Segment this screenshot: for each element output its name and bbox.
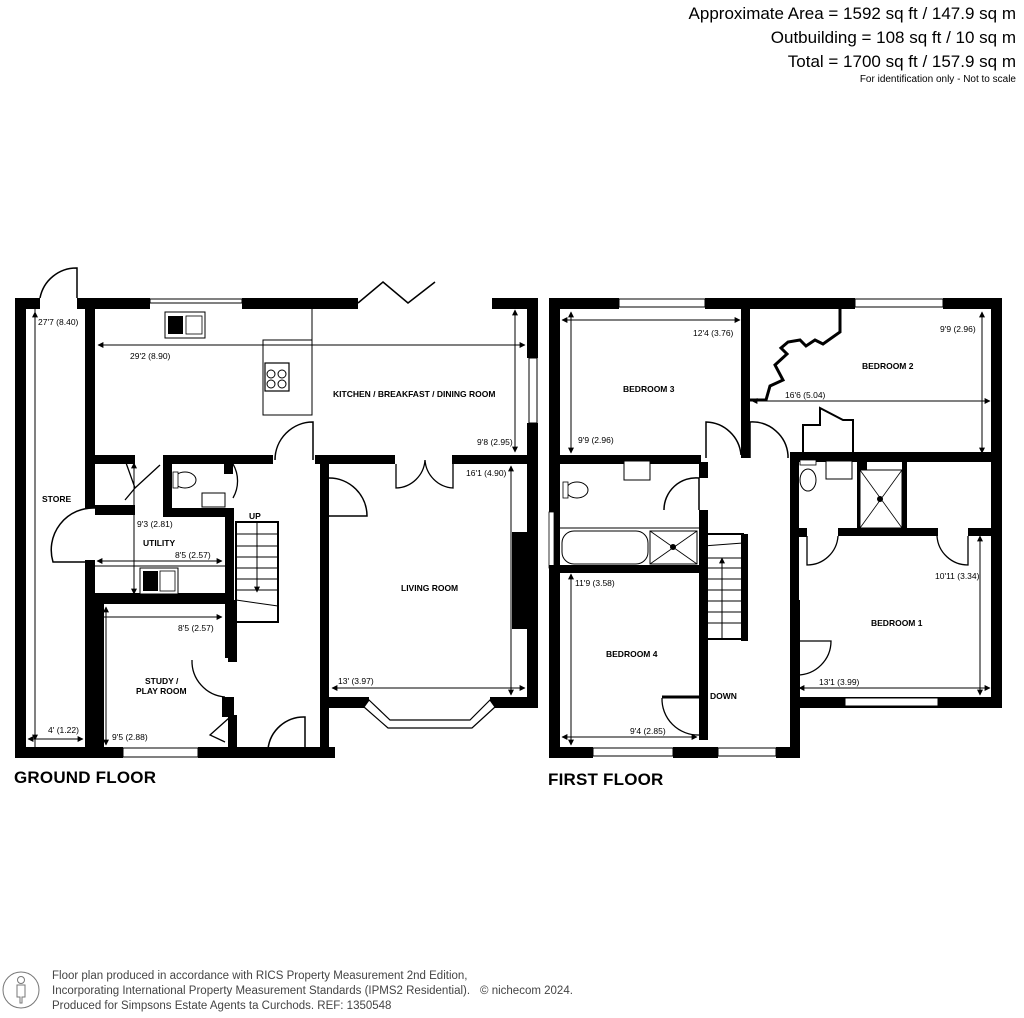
person-info-icon [2,971,40,1009]
utility-label: UTILITY [143,538,175,548]
living-room-length: 16'1 (4.90) [466,468,507,478]
store-label: STORE [42,494,71,504]
bedroom3-label: BEDROOM 3 [623,384,675,394]
footer-disclaimer: Floor plan produced in accordance with R… [52,969,573,1014]
living-room-width: 13' (3.97) [338,676,374,686]
store-length: 27'7 (8.40) [38,317,79,327]
bedroom3-depth: 9'9 (2.96) [578,435,614,445]
footer-line-2: Incorporating International Property Mea… [52,985,573,997]
bedroom2-width: 16'6 (5.04) [785,390,826,400]
stairs-down-label: DOWN [710,691,737,701]
utility-depth: 9'3 (2.81) [137,519,173,529]
area-summary: Approximate Area = 1592 sq ft / 147.9 sq… [689,2,1016,74]
outbuilding-area: Outbuilding = 108 sq ft / 10 sq m [770,28,1016,47]
bedroom4-length: 11'9 (3.58) [575,578,615,588]
first-floor-dimensions [561,311,991,746]
store-width: 4' (1.22) [48,725,79,735]
bedroom4-width: 9'4 (2.85) [630,726,666,736]
first-floor-title: FIRST FLOOR [548,770,664,789]
approximate-area: Approximate Area = 1592 sq ft / 147.9 sq… [688,4,1016,23]
ground-floor-title: GROUND FLOOR [14,768,157,787]
footer-line-3: Produced for Simpsons Estate Agents ta C… [52,1000,392,1012]
bedroom4-label: BEDROOM 4 [606,649,658,659]
ground-floor-dimensions [27,309,526,746]
bedroom2-label: BEDROOM 2 [862,361,914,371]
first-floor-plan [548,298,1002,758]
living-room-label: LIVING ROOM [401,583,458,593]
bedroom2-depth: 9'9 (2.96) [940,324,976,334]
kitchen-label: KITCHEN / BREAKFAST / DINING ROOM [333,389,495,399]
bedroom3-width: 12'4 (3.76) [693,328,734,338]
bedroom1-depth: 10'11 (3.34) [935,571,980,581]
study-width: 8'5 (2.57) [178,623,214,633]
scale-note: For identification only - Not to scale [859,74,1016,85]
footer-line-1: Floor plan produced in accordance with R… [52,970,468,982]
stairs-up-label: UP [249,511,261,521]
bedroom1-label: BEDROOM 1 [871,618,923,628]
study-label-2: PLAY ROOM [136,686,187,696]
utility-width: 8'5 (2.57) [175,550,211,560]
ground-floor-labels: STORE 27'7 (8.40) 4' (1.22) KITCHEN / BR… [38,317,513,742]
total-area: Total = 1700 sq ft / 157.9 sq m [787,52,1016,71]
copyright: © nichecom 2024. [480,985,573,997]
study-depth: 9'5 (2.88) [112,732,148,742]
first-floor-labels: BEDROOM 3 12'4 (3.76) 9'9 (2.96) BEDROOM… [575,324,980,736]
kitchen-width: 29'2 (8.90) [130,351,171,361]
kitchen-depth: 9'8 (2.95) [477,437,513,447]
bedroom1-width: 13'1 (3.99) [819,677,860,687]
study-label-1: STUDY / [145,676,179,686]
ground-floor-plan [15,267,538,758]
